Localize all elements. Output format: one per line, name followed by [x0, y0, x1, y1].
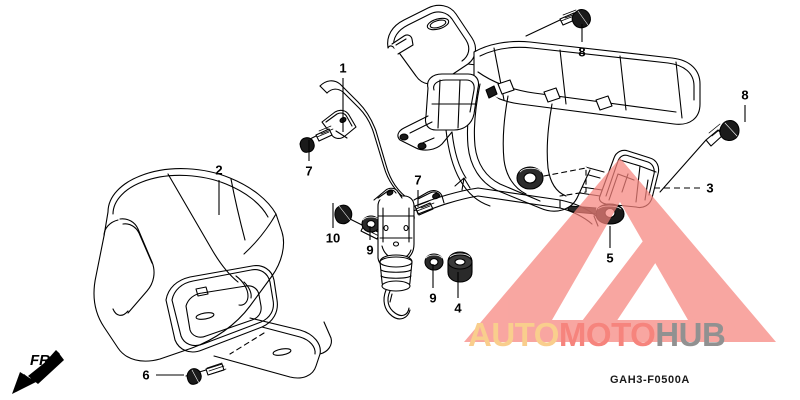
callout-number-2[interactable]: 2 [215, 162, 223, 178]
part-8b-screw [659, 120, 740, 193]
part-1-handlebar [319, 80, 411, 201]
callout-number-7b[interactable]: 7 [414, 172, 422, 188]
arrow-down-left-icon [12, 350, 64, 394]
callout-number-8b[interactable]: 8 [741, 87, 749, 103]
callout-number-10[interactable]: 10 [325, 230, 341, 246]
part-6-screw [185, 362, 227, 385]
part-7a-screw [299, 125, 334, 153]
callout-number-9a[interactable]: 9 [366, 242, 374, 258]
callout-number-8a[interactable]: 8 [578, 44, 586, 60]
ignition-switch-assembly [373, 187, 445, 320]
callout-number-6[interactable]: 6 [142, 367, 150, 383]
part-code-label: GAH3-F0500A [610, 374, 690, 386]
part-2-headlight-cowl [93, 168, 332, 379]
callout-number-7a[interactable]: 7 [305, 163, 313, 179]
callout-number-3[interactable]: 3 [706, 180, 714, 196]
part-9b-washer [424, 253, 444, 271]
callout-number-1[interactable]: 1 [339, 60, 347, 76]
part-8a-screw [525, 9, 591, 37]
part-9a-washer [361, 215, 381, 233]
callout-number-9b[interactable]: 9 [429, 290, 437, 306]
callout-number-5[interactable]: 5 [606, 250, 614, 266]
callout-number-4[interactable]: 4 [454, 300, 462, 316]
front-direction-label: FR. [30, 352, 55, 369]
part-4-nut [447, 251, 473, 283]
